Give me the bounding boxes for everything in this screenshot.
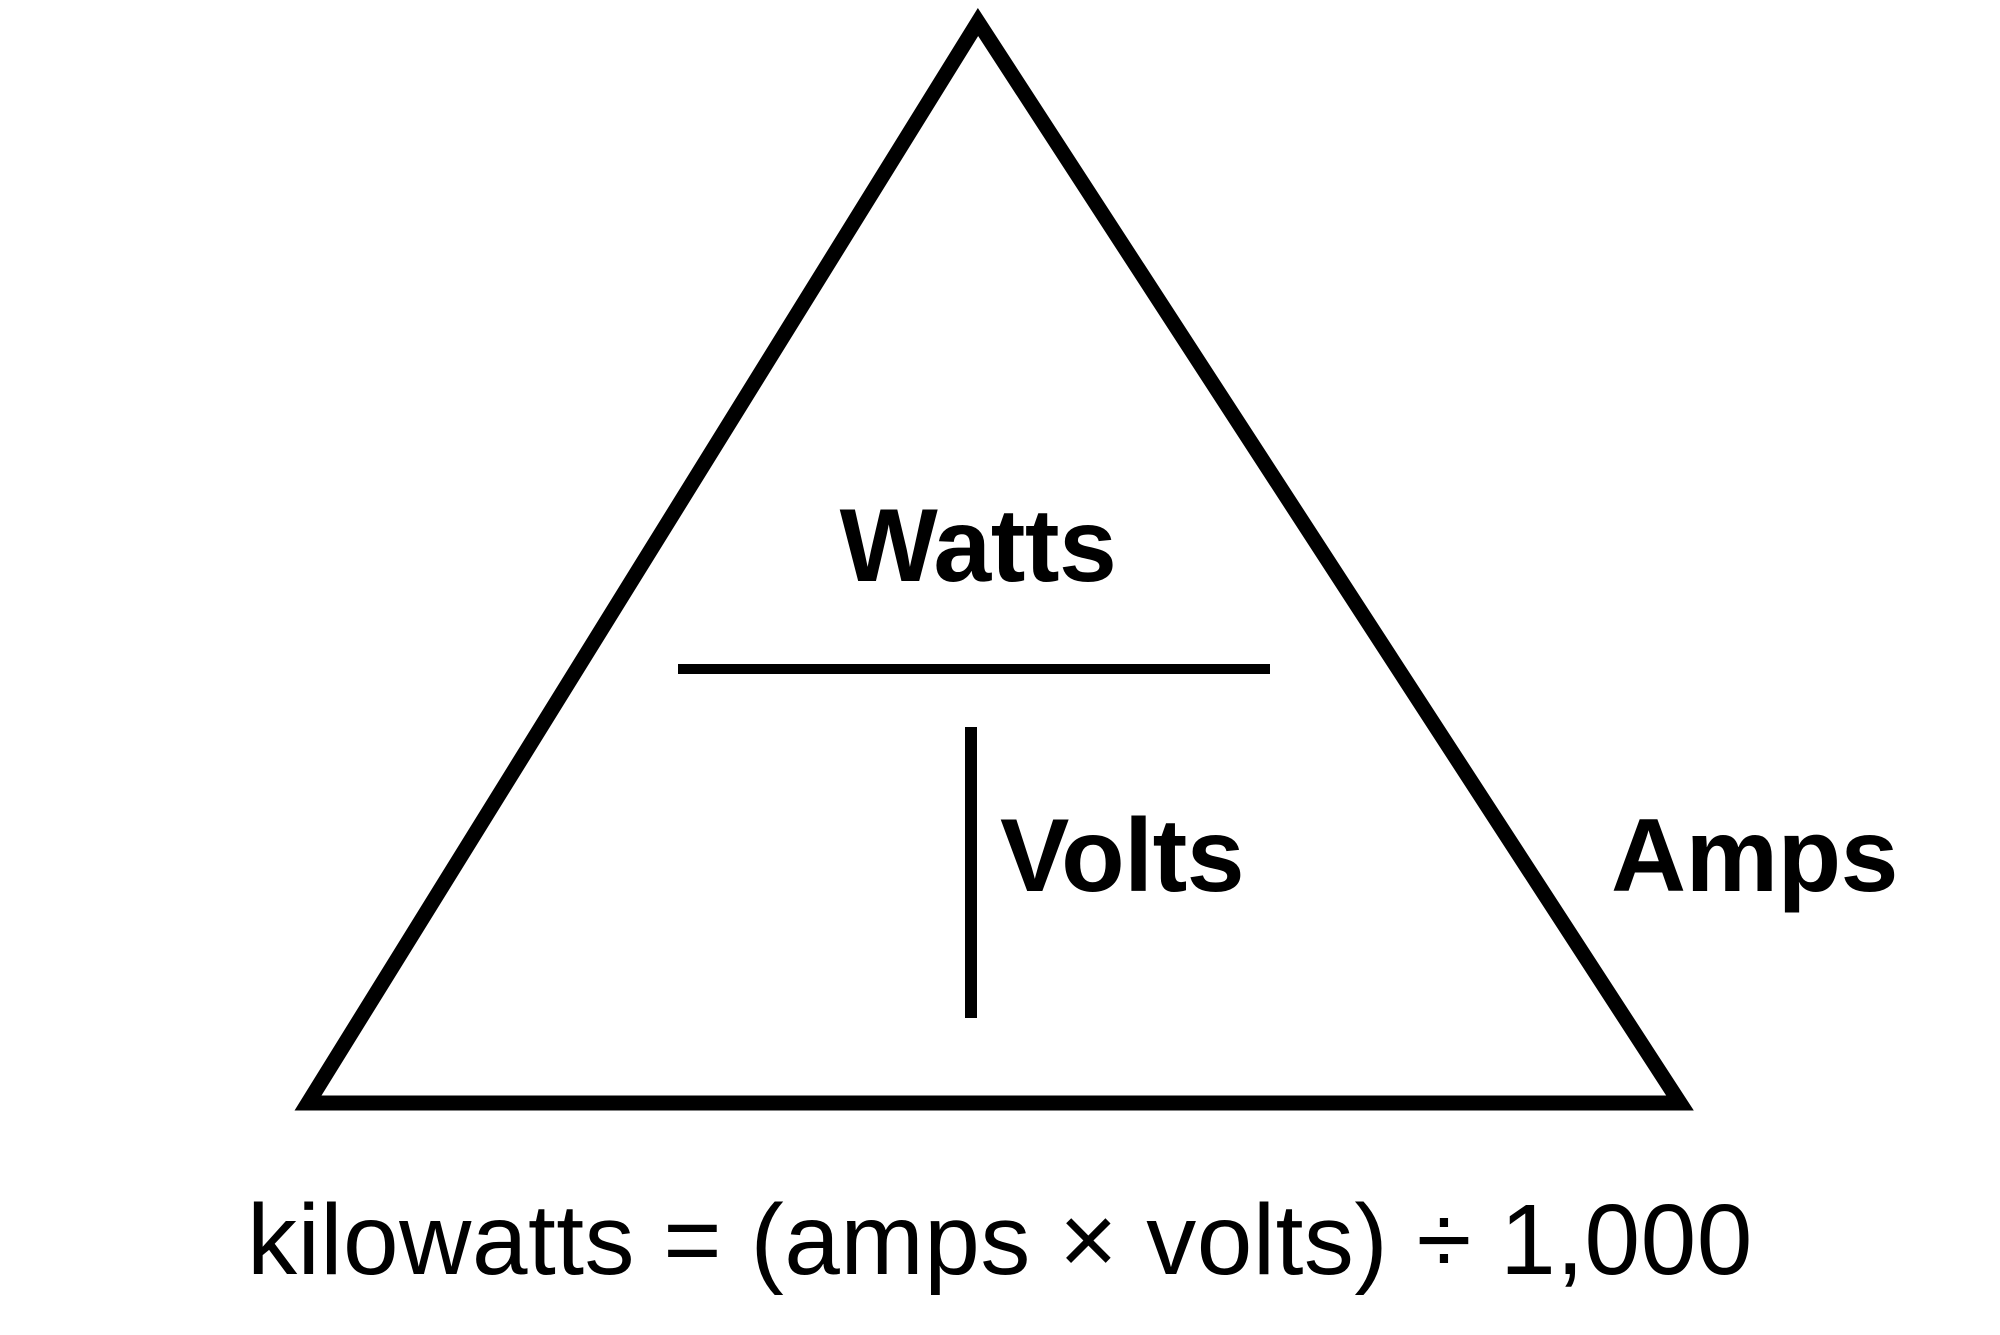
- watts-label: Watts: [839, 488, 1117, 604]
- volts-label: Volts: [1000, 798, 1245, 914]
- formula-caption: kilowatts = (amps × volts) ÷ 1,000: [247, 1184, 1753, 1296]
- amps-label: Amps: [1611, 798, 1898, 914]
- triangle-outline: [294, 8, 1694, 1111]
- fraction-bar: [678, 664, 1270, 674]
- denominator-divider: [965, 727, 977, 1018]
